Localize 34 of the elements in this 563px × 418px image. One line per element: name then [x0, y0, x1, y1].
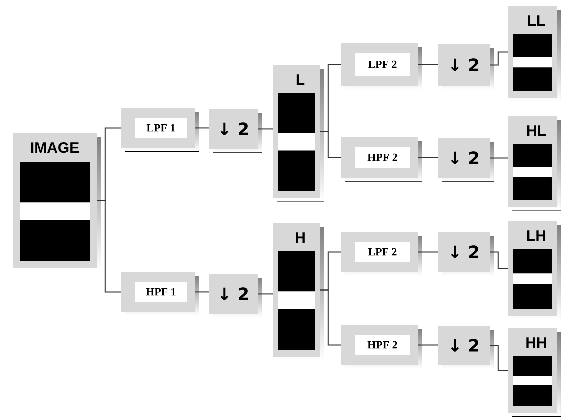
downsample-box: ↓ 2 [209, 274, 262, 318]
image-panel: LL [508, 6, 561, 102]
downsample-box: ↓ 2 [438, 44, 494, 90]
image-panel: HH [508, 328, 561, 417]
connector-line [490, 158, 508, 159]
image-panel: IMAGE [13, 133, 101, 272]
connector-line [490, 345, 508, 372]
connector-line [194, 292, 210, 293]
image-panel: HL [508, 116, 561, 211]
filter-box: LPF 2 [341, 232, 422, 276]
image-panel: H [273, 223, 324, 361]
connector-line [258, 128, 274, 130]
filter-box: HPF 1 [121, 272, 199, 316]
connector-line [418, 64, 438, 66]
connector-line [418, 252, 438, 253]
filter-box: LPF 2 [341, 43, 422, 90]
filter-box: LPF 1 [121, 108, 199, 152]
downsample-box: ↓ 2 [209, 109, 262, 153]
connector-line [320, 131, 342, 158]
downsample-box: ↓ 2 [438, 138, 494, 182]
connector-line [194, 128, 210, 129]
downsample-box: ↓ 2 [438, 232, 494, 276]
connector-line [418, 157, 438, 158]
image-panel: LH [508, 221, 561, 320]
connector-line [258, 294, 274, 295]
connector-line [96, 200, 122, 293]
filter-box: HPF 2 [341, 137, 422, 182]
connector-line [490, 52, 508, 66]
filter-box: HPF 2 [341, 325, 422, 369]
connector-line [490, 252, 508, 270]
downsample-box: ↓ 2 [438, 326, 494, 369]
connector-line [418, 344, 438, 346]
image-panel: L [273, 65, 324, 202]
connector-line [320, 290, 342, 346]
